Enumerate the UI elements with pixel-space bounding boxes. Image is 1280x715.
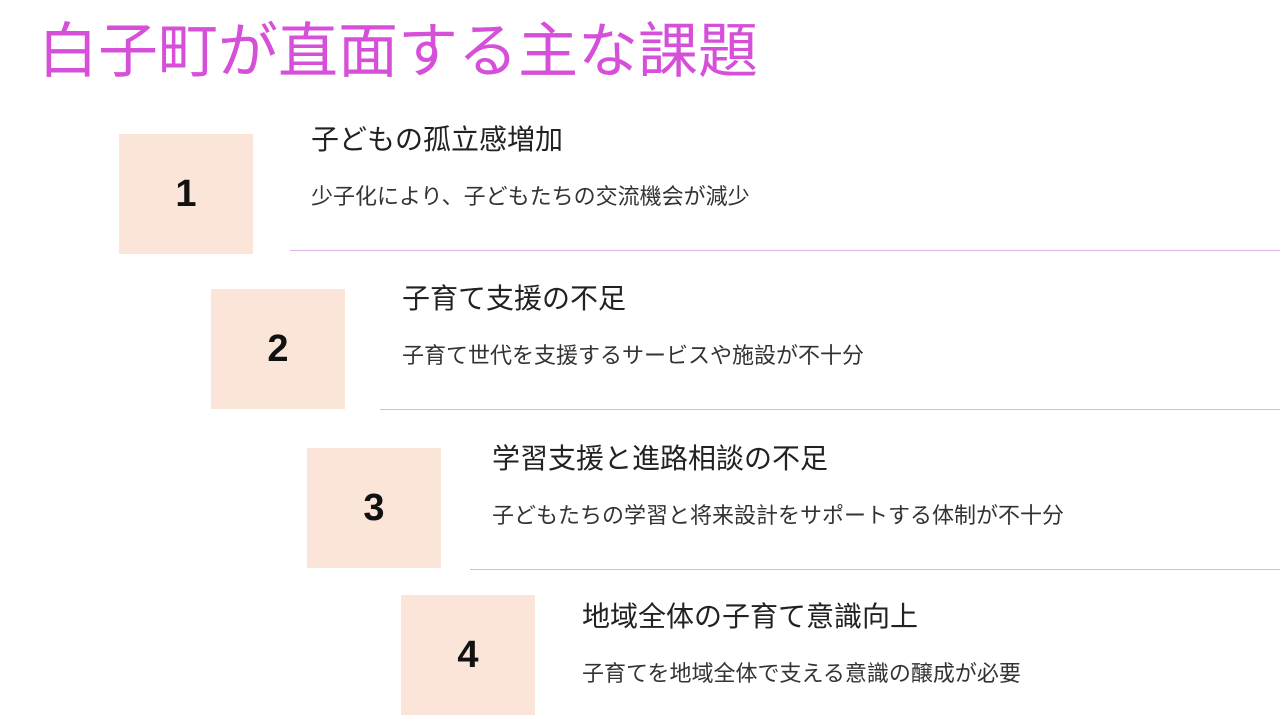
item-divider-1 <box>290 250 1280 251</box>
item-heading-4: 地域全体の子育て意識向上 <box>582 600 919 633</box>
item-heading-3: 学習支援と進路相談の不足 <box>492 442 829 475</box>
item-number-box-1: 1 <box>119 134 253 254</box>
item-divider-2 <box>380 409 1280 410</box>
item-heading-1: 子どもの孤立感増加 <box>311 123 564 156</box>
item-number-box-3: 3 <box>307 448 441 568</box>
item-description-1: 少子化により、子どもたちの交流機会が減少 <box>311 185 750 210</box>
item-number-box-2: 2 <box>211 289 345 409</box>
page-title: 白子町が直面する主な課題 <box>38 17 758 87</box>
item-number-box-4: 4 <box>401 595 535 715</box>
item-description-3: 子どもたちの学習と将来設計をサポートする体制が不十分 <box>492 504 1065 529</box>
item-description-4: 子育てを地域全体で支える意識の醸成が必要 <box>582 662 1021 687</box>
item-divider-3 <box>470 569 1280 570</box>
item-heading-2: 子育て支援の不足 <box>402 282 627 315</box>
item-description-2: 子育て世代を支援するサービスや施設が不十分 <box>402 344 865 369</box>
